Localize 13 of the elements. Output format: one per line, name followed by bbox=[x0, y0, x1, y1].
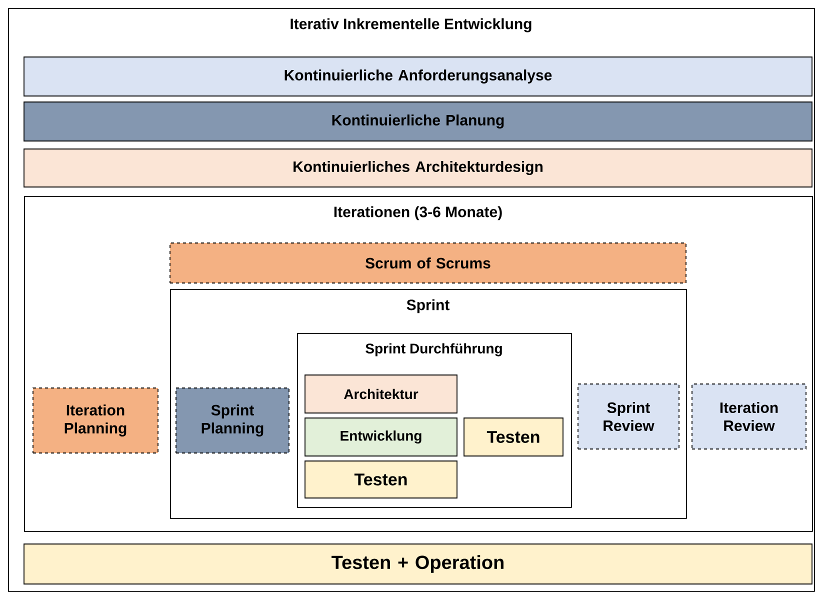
activity-box: Entwicklung bbox=[304, 418, 458, 456]
activity-box: Testen bbox=[464, 418, 564, 456]
activity-box: Testen bbox=[304, 460, 458, 498]
event-box: Sprint Planning bbox=[176, 388, 290, 454]
phase-bar: Testen + Operation bbox=[24, 544, 812, 584]
event-bar: Scrum of Scrums bbox=[170, 242, 686, 284]
phase-bar: Kontinuierliche Anforderungsanalyse bbox=[24, 56, 812, 96]
event-box: Iteration Review bbox=[692, 384, 806, 450]
event-box: Sprint Review bbox=[578, 384, 680, 450]
phase-bar: Kontinuierliche Planung bbox=[24, 102, 812, 142]
activity-box: Architektur bbox=[304, 374, 458, 414]
event-box: Iteration Planning bbox=[32, 388, 158, 454]
phase-bar: Kontinuierliches Architekturdesign bbox=[24, 148, 812, 188]
